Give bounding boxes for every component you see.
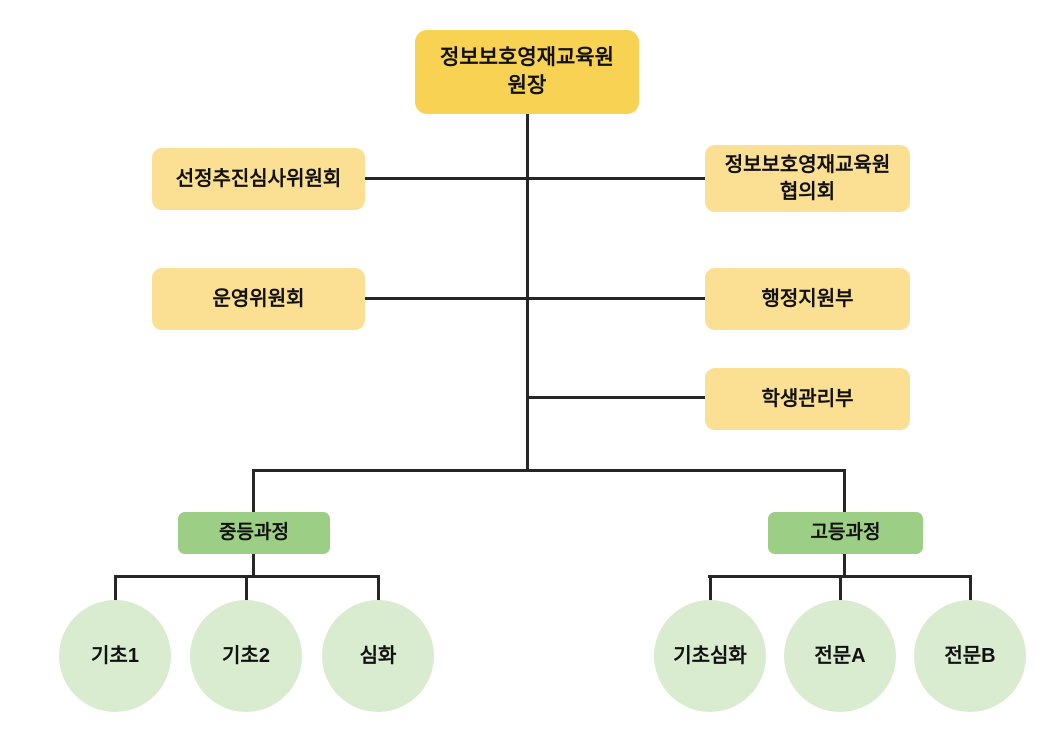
connector-row3-horizontal: [527, 396, 705, 399]
org-node-student-management-label: 학생관리부: [761, 387, 854, 410]
org-node-high-course-label: 고등과정: [810, 522, 881, 544]
connector-track-stub-basic1: [114, 575, 117, 602]
org-node-steering-committee-label: 운영위원회: [212, 287, 305, 310]
org-node-director-label: 정보보호영재교육원 원장: [440, 45, 614, 97]
org-node-student-management: 학생관리부: [705, 368, 910, 430]
connector-middle-course-stub: [252, 553, 255, 578]
org-node-admin-support-label: 행정지원부: [761, 287, 854, 310]
org-node-track-advanced-label: 심화: [359, 644, 397, 667]
org-node-track-pro-a-label: 전문A: [814, 644, 866, 667]
org-node-track-pro-b-label: 전문B: [944, 644, 996, 667]
connector-row1-horizontal: [365, 177, 705, 180]
connector-track-stub-proB: [969, 575, 972, 602]
connector-middle-course-drop: [252, 469, 255, 515]
org-node-director: 정보보호영재교육원 원장: [415, 30, 639, 114]
connector-high-course-stub: [843, 553, 846, 578]
connector-row2-horizontal: [365, 297, 705, 300]
org-node-steering-committee: 운영위원회: [152, 268, 365, 330]
org-node-track-basic2-label: 기초2: [222, 644, 270, 667]
org-node-selection-committee-label: 선정추진심사위원회: [175, 167, 342, 190]
org-node-track-basic-advanced-label: 기초심화: [673, 644, 747, 667]
org-node-track-basic-advanced: 기초심화: [654, 600, 766, 712]
org-node-selection-committee: 선정추진심사위원회: [152, 148, 365, 210]
org-node-track-pro-b: 전문B: [914, 600, 1026, 712]
org-node-track-basic2: 기초2: [190, 600, 302, 712]
connector-courses-horizontal: [252, 469, 846, 472]
org-node-track-pro-a: 전문A: [784, 600, 896, 712]
org-node-track-basic1-label: 기초1: [91, 644, 139, 667]
org-node-council: 정보보호영재교육원 협의회: [705, 145, 910, 212]
connector-root-vertical: [526, 114, 529, 472]
org-node-middle-course-label: 중등과정: [219, 522, 289, 544]
org-node-track-advanced: 심화: [322, 600, 434, 712]
connector-track-stub-proA: [839, 575, 842, 602]
org-node-admin-support: 행정지원부: [705, 268, 910, 330]
connector-high-course-drop: [843, 469, 846, 515]
org-node-council-label: 정보보호영재교육원 협의회: [724, 153, 891, 203]
org-node-high-course: 고등과정: [768, 512, 923, 554]
org-node-middle-course: 중등과정: [178, 512, 330, 554]
connector-track-stub-basicadv: [709, 575, 712, 602]
org-node-track-basic1: 기초1: [59, 600, 171, 712]
connector-track-stub-advanced: [377, 575, 380, 602]
connector-track-stub-basic2: [245, 575, 248, 602]
